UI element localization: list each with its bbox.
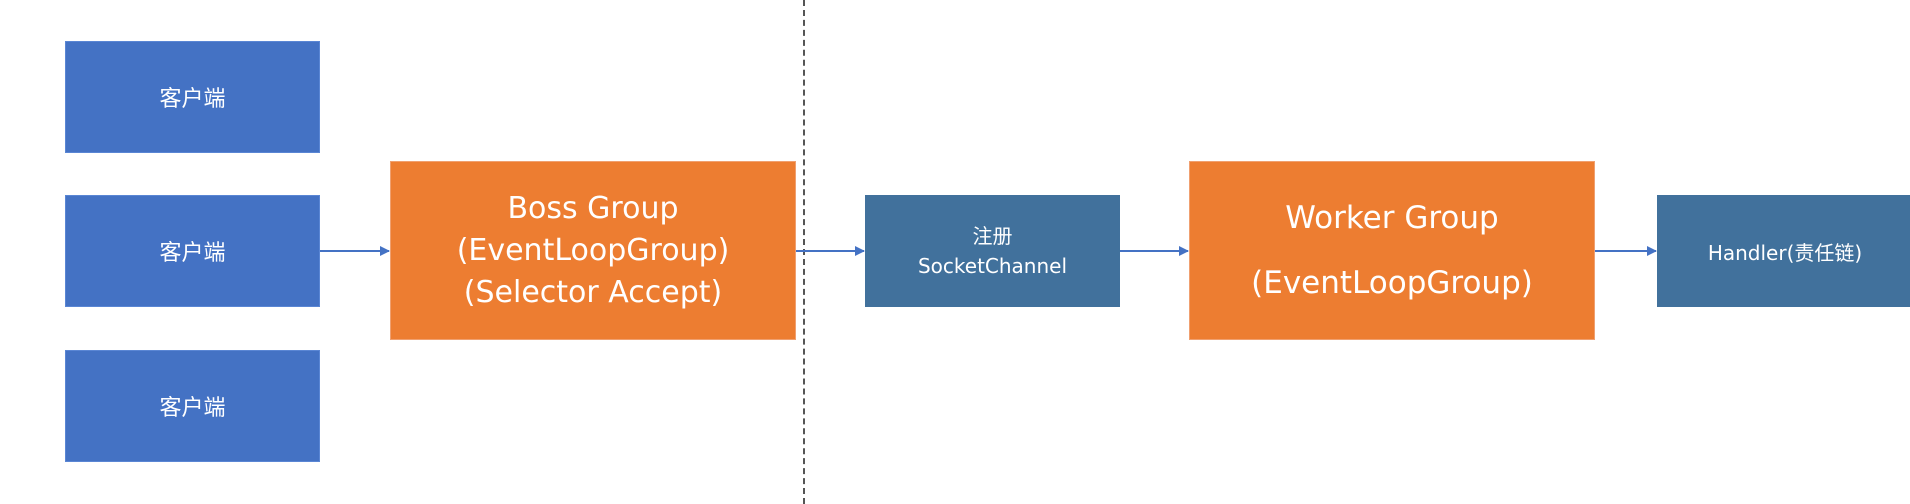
boss-group-box: Boss Group (EventLoopGroup) (Selector Ac… (390, 161, 796, 340)
boss-group-title: Boss Group (507, 190, 679, 226)
register-channel-box: 注册 SocketChannel (865, 195, 1120, 307)
boss-group-role: (Selector Accept) (463, 274, 723, 310)
client-label-1: 客户端 (159, 87, 226, 112)
boss-group-type: (EventLoopGroup) (456, 232, 730, 268)
worker-group-box: Worker Group (EventLoopGroup) (1189, 161, 1595, 340)
socket-channel-label: SocketChannel (917, 254, 1068, 278)
client-box-1: 客户端 (65, 41, 320, 153)
client-label-3: 客户端 (159, 396, 226, 421)
client-box-3: 客户端 (65, 350, 320, 462)
worker-group-title: Worker Group (1285, 200, 1499, 236)
worker-group-type: (EventLoopGroup) (1251, 265, 1533, 301)
register-label: 注册 (972, 224, 1013, 248)
client-label-2: 客户端 (159, 241, 226, 266)
handler-box: Handler(责任链) (1657, 195, 1910, 307)
handler-label: Handler(责任链) (1707, 240, 1863, 265)
client-box-2: 客户端 (65, 195, 320, 307)
